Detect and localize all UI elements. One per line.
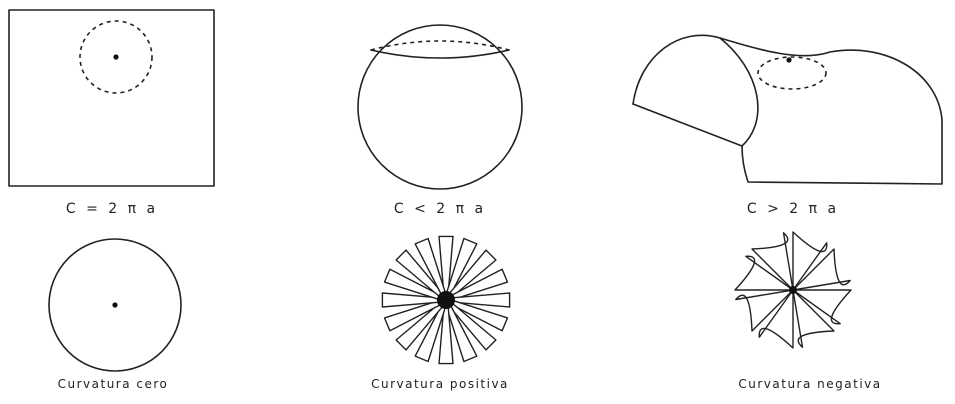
saddle-panel xyxy=(633,35,942,184)
saddle-left-base xyxy=(633,104,742,146)
saddle-top-edge xyxy=(633,35,942,120)
zero-curvature-label: Curvatura cero xyxy=(58,377,169,391)
negative-curvature-label: Curvatura negativa xyxy=(738,377,881,391)
sphere-cap-back-arc xyxy=(371,41,509,50)
sphere-outline xyxy=(358,25,522,189)
positive-curvature-label: Curvatura positiva xyxy=(371,377,509,391)
flat-circumference-caption: C = 2 π a xyxy=(66,201,158,217)
flat-disc-center xyxy=(112,302,117,307)
sphere-panel xyxy=(358,25,522,189)
negative-curvature-pinwheel xyxy=(735,232,851,348)
sphere-circumference-caption: C < 2 π a xyxy=(394,201,486,217)
saddle-center-point xyxy=(786,57,791,62)
zero-curvature-panel xyxy=(49,239,181,371)
flat-plane-panel xyxy=(9,10,214,186)
saddle-dashed-circle xyxy=(758,57,826,89)
sphere-cap-front-arc xyxy=(371,50,509,58)
saddle-circumference-caption: C > 2 π a xyxy=(747,201,839,217)
flat-center-point xyxy=(113,54,118,59)
flat-plane-square xyxy=(9,10,214,186)
saddle-front-face xyxy=(742,120,942,184)
positive-curvature-starburst xyxy=(382,236,509,363)
pinwheel-hub xyxy=(789,286,797,294)
saddle-left-arch xyxy=(720,38,758,146)
starburst-hub xyxy=(437,291,455,309)
